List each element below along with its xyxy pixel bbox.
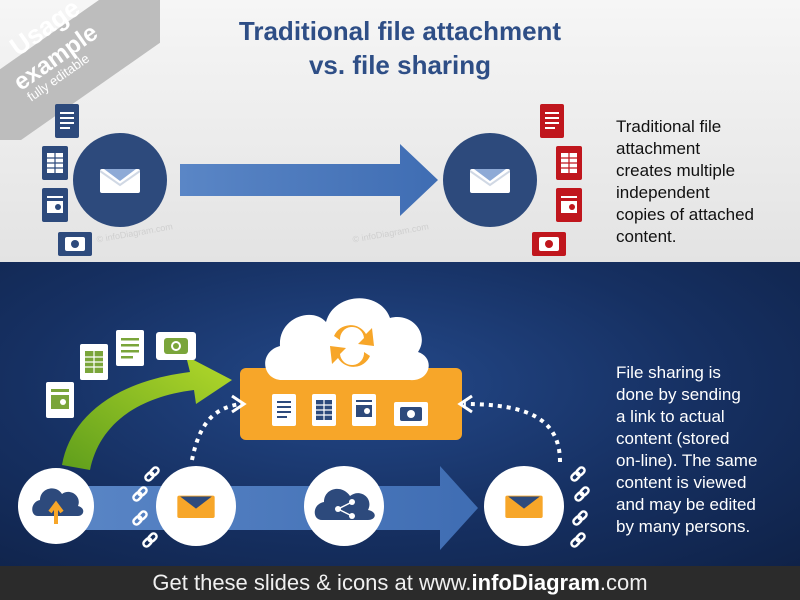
chain-link-icon — [132, 510, 148, 526]
footer-suffix: .com — [599, 570, 648, 595]
left-doc-icons — [42, 104, 92, 256]
open-envelope-icon — [177, 495, 215, 518]
table-doc-icon — [556, 146, 582, 180]
description-line: independent — [616, 183, 710, 202]
description-line: copies of attached — [616, 205, 754, 224]
description-line: content (stored — [616, 429, 730, 448]
presentation-doc-icon — [556, 188, 582, 222]
text-doc-icon — [540, 104, 564, 138]
open-envelope-icon — [505, 495, 543, 518]
dotted-arrowhead-left — [231, 394, 247, 414]
sharing-description: File sharing is done by sending a link t… — [616, 362, 796, 538]
chain-link-icon — [142, 532, 158, 548]
description-line: and may be edited — [616, 495, 756, 514]
description-line: a link to actual — [616, 407, 725, 426]
description-line: by many persons. — [616, 517, 751, 536]
open-envelope-icon — [100, 168, 140, 193]
text-doc-icon — [116, 330, 144, 366]
chain-link-icon — [570, 466, 586, 482]
description-line: creates multiple — [616, 161, 736, 180]
description-line: Traditional file — [616, 117, 722, 136]
green-doc-icons — [46, 330, 196, 418]
table-doc-icon — [80, 344, 108, 380]
description-line: on-line). The same — [616, 451, 758, 470]
camera-icon — [532, 232, 566, 256]
chain-link-icon — [570, 532, 586, 548]
chain-links-right — [570, 466, 590, 548]
description-line: done by sending — [616, 385, 741, 404]
cloud-share-icon — [314, 488, 375, 520]
open-envelope-icon — [470, 168, 510, 193]
upload-curve-arrow — [62, 356, 232, 470]
chain-link-icon — [144, 466, 160, 482]
cloud-upload-icon — [32, 488, 84, 524]
table-doc-icon — [42, 146, 68, 180]
title-line1: Traditional file attachment — [238, 16, 562, 46]
camera-icon — [394, 402, 428, 426]
footer-brand: infoDiagram — [471, 570, 600, 595]
footer-bar: Get these slides & icons at www.infoDiag… — [0, 566, 800, 600]
description-line: attachment — [616, 139, 701, 158]
footer-text: Get these slides & icons at www.infoDiag… — [0, 566, 800, 600]
dotted-link-left — [190, 402, 241, 461]
chain-links-left — [132, 466, 160, 548]
dotted-arrowhead-right — [457, 394, 473, 414]
right-doc-icons — [532, 104, 582, 256]
sharing-arrow — [60, 466, 478, 550]
online-storage — [240, 298, 462, 440]
title-line2: vs. file sharing — [308, 50, 492, 80]
transfer-arrow — [180, 144, 438, 216]
footer-prefix: Get these slides & icons at www. — [152, 570, 472, 595]
cloud-sync-icon — [265, 298, 429, 381]
page-title: Traditional file attachment vs. file sha… — [150, 14, 650, 82]
table-doc-icon — [312, 394, 336, 426]
description-line: content is viewed — [616, 473, 747, 492]
camera-icon — [156, 332, 196, 360]
traditional-description: Traditional file attachment creates mult… — [616, 116, 796, 248]
text-doc-icon — [55, 104, 79, 138]
chain-link-icon — [572, 510, 588, 526]
chain-link-icon — [132, 486, 148, 502]
description-line: content. — [616, 227, 677, 246]
description-line: File sharing is — [616, 363, 721, 382]
text-doc-icon — [272, 394, 296, 426]
presentation-doc-icon — [42, 188, 68, 222]
dotted-link-right — [463, 402, 562, 463]
presentation-doc-icon — [352, 394, 376, 426]
camera-icon — [58, 232, 92, 256]
presentation-doc-icon — [46, 382, 74, 418]
chain-link-icon — [574, 486, 590, 502]
